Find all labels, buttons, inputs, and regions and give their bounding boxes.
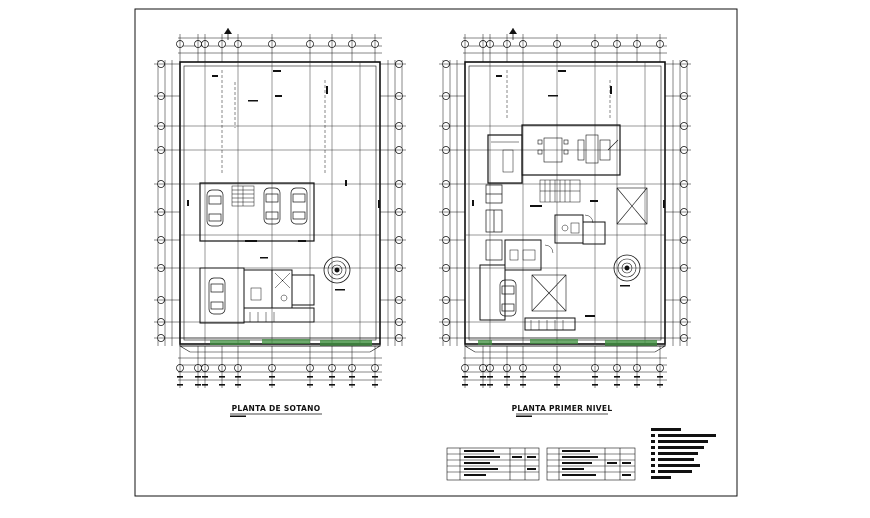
dining-table	[537, 134, 619, 164]
schedule-table-2	[546, 447, 636, 481]
legend-notes	[651, 428, 716, 479]
annotation-marks	[187, 70, 380, 291]
dimension-left	[154, 60, 180, 346]
stair	[231, 185, 255, 207]
car-icon	[499, 279, 517, 317]
spiral-element	[323, 256, 351, 284]
void-opening	[531, 274, 567, 312]
car-icon	[206, 189, 224, 227]
plan-title-basement: PLANTA DE SOTANO	[232, 404, 321, 413]
landscape-strip	[178, 337, 382, 353]
plan-first-level	[439, 28, 691, 388]
dimension-right	[380, 60, 406, 346]
dimension-top	[176, 28, 382, 62]
dimension-right	[665, 60, 691, 346]
stair	[539, 179, 581, 203]
dimension-top	[461, 28, 667, 62]
car-icon	[290, 187, 308, 225]
plan-titles: PLANTA DE SOTANO PLANTA PRIMER NIVEL	[230, 404, 612, 417]
kitchen	[487, 134, 523, 184]
car-icons	[206, 187, 308, 315]
car-icon	[208, 277, 226, 315]
void-opening	[616, 187, 648, 225]
car-icon	[263, 187, 281, 225]
sheet-border	[134, 8, 738, 497]
schedule-table-1	[446, 447, 540, 481]
spiral-element	[613, 254, 641, 282]
landscape-strip	[463, 337, 667, 353]
dimension-left	[439, 60, 465, 346]
plan-title-first-level: PLANTA PRIMER NIVEL	[512, 404, 613, 413]
annotation-marks	[472, 70, 665, 317]
plan-basement	[154, 28, 406, 388]
dimension-bottom	[176, 346, 382, 388]
dimension-bottom	[461, 346, 667, 388]
